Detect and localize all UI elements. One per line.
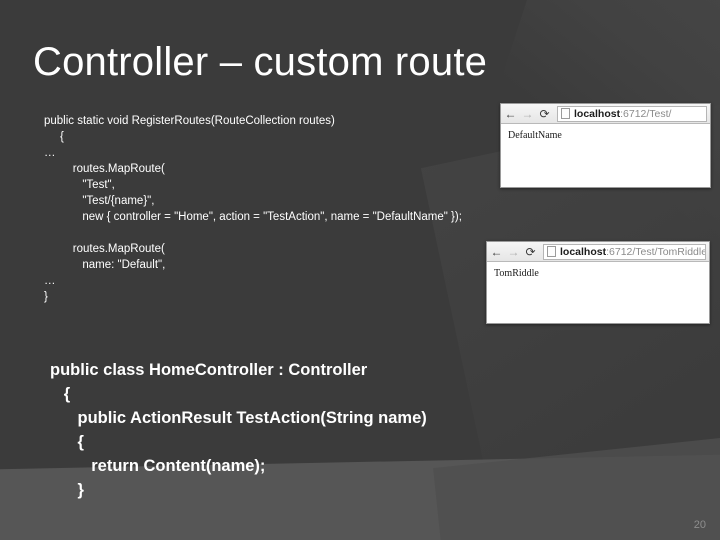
browser-viewport: DefaultName (501, 124, 710, 187)
url-host: localhost (560, 245, 607, 258)
browser-window-tomriddle: ← → ⟳ localhost:6712/Test/TomRiddle TomR… (486, 241, 710, 324)
back-arrow-icon[interactable]: ← (504, 106, 517, 121)
slide-title: Controller – custom route (33, 40, 488, 84)
page-response-text: DefaultName (508, 130, 562, 141)
forward-arrow-icon[interactable]: → (521, 106, 534, 121)
browser-viewport: TomRiddle (487, 262, 709, 323)
page-document-icon (547, 246, 556, 257)
page-response-text: TomRiddle (494, 268, 539, 279)
address-bar-url: localhost:6712/Test/TomRiddle (560, 245, 706, 258)
forward-arrow-icon[interactable]: → (507, 244, 520, 259)
address-bar[interactable]: localhost:6712/Test/TomRiddle (543, 243, 706, 260)
url-path: :6712/Test/TomRiddle (606, 245, 706, 258)
back-arrow-icon[interactable]: ← (490, 244, 503, 259)
browser-toolbar: ← → ⟳ localhost:6712/Test/TomRiddle (487, 242, 709, 262)
address-bar-url: localhost:6712/Test/ (574, 108, 671, 120)
address-bar[interactable]: localhost:6712/Test/ (557, 105, 707, 122)
code-snippet-home-controller: public class HomeController : Controller… (50, 361, 427, 499)
browser-window-default: ← → ⟳ localhost:6712/Test/ DefaultName (500, 103, 711, 188)
page-document-icon (561, 108, 570, 119)
reload-icon[interactable]: ⟳ (539, 106, 550, 121)
url-host: localhost (574, 107, 621, 120)
code-snippet-register-routes: public static void RegisterRoutes(RouteC… (44, 115, 462, 303)
browser-toolbar: ← → ⟳ localhost:6712/Test/ (501, 104, 710, 124)
url-path: :6712/Test/ (620, 107, 672, 120)
slide-number: 20 (693, 519, 706, 531)
reload-icon[interactable]: ⟳ (525, 244, 536, 259)
